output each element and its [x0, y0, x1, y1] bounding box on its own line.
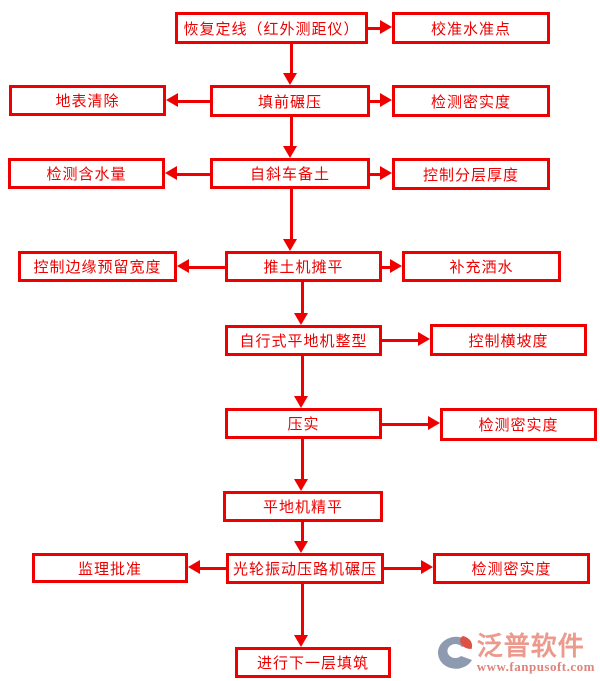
arrowhead-down-icon: [294, 635, 308, 647]
arrowhead-right-icon: [421, 560, 433, 574]
edge-line: [301, 356, 304, 398]
node-next-layer: 进行下一层填筑: [235, 647, 391, 678]
edge-line: [301, 439, 304, 481]
node-dump-truck-soil: 自斜车备土: [210, 158, 370, 189]
arrowhead-down-icon: [283, 146, 297, 158]
node-calibrate-benchmark: 校准水准点: [392, 12, 550, 44]
node-density-check-2: 检测密实度: [440, 408, 597, 441]
node-restore-line: 恢复定线（红外测距仪）: [175, 12, 368, 44]
arrowhead-right-icon: [380, 20, 392, 34]
arrowhead-left-icon: [188, 560, 200, 574]
node-layer-thickness: 控制分层厚度: [392, 158, 550, 190]
edge-line: [301, 282, 304, 315]
edge-line: [290, 44, 293, 75]
arrowhead-down-icon: [294, 541, 308, 553]
edge-line: [187, 266, 225, 269]
arrowhead-left-icon: [177, 259, 189, 273]
watermark-text: 泛普软件 www.fanpusoft.com: [477, 633, 595, 673]
edge-line: [382, 423, 430, 426]
arrowhead-right-icon: [380, 93, 392, 107]
edge-line: [290, 189, 293, 241]
watermark-url: www.fanpusoft.com: [476, 659, 595, 674]
edge-line: [370, 173, 382, 176]
fanpu-logo-icon: [435, 633, 475, 673]
node-surface-clearing: 地表清除: [9, 85, 166, 116]
node-grader-fine-leveling: 平地机精平: [223, 491, 383, 522]
node-supervisor-approval: 监理批准: [32, 553, 188, 583]
edge-line: [384, 567, 423, 570]
edge-line: [382, 266, 392, 269]
arrowhead-down-icon: [283, 239, 297, 251]
edge-line: [382, 339, 420, 342]
node-bulldozer-spreading: 推土机摊平: [225, 251, 382, 282]
edge-line: [175, 173, 210, 176]
arrowhead-down-icon: [283, 73, 297, 85]
edge-line: [301, 522, 304, 543]
arrowhead-right-icon: [418, 332, 430, 346]
watermark: 泛普软件 www.fanpusoft.com: [435, 633, 595, 673]
node-pre-fill-rolling: 填前碾压: [210, 85, 370, 117]
node-density-check-3: 检测密实度: [433, 553, 590, 584]
watermark-brand: 泛普软件: [476, 631, 585, 661]
node-grader-shaping: 自行式平地机整型: [225, 325, 382, 356]
arrowhead-right-icon: [428, 416, 440, 430]
arrowhead-down-icon: [294, 396, 308, 408]
node-edge-width: 控制边缘预留宽度: [18, 251, 177, 282]
node-cross-slope: 控制横坡度: [430, 324, 587, 356]
arrowhead-left-icon: [165, 166, 177, 180]
edge-line: [290, 117, 293, 148]
node-compaction: 压实: [225, 408, 382, 439]
arrowhead-down-icon: [294, 479, 308, 491]
arrowhead-left-icon: [166, 93, 178, 107]
edge-line: [301, 584, 304, 637]
edge-line: [370, 100, 382, 103]
edge-line: [368, 27, 382, 30]
node-vibratory-roller: 光轮振动压路机碾压: [226, 553, 384, 584]
node-density-check-1: 检测密实度: [392, 85, 550, 117]
arrowhead-right-icon: [380, 166, 392, 180]
edge-line: [176, 100, 210, 103]
node-watering: 补充洒水: [402, 251, 561, 282]
arrowhead-right-icon: [390, 259, 402, 273]
node-moisture-check: 检测含水量: [8, 158, 165, 189]
edge-line: [198, 567, 226, 570]
arrowhead-down-icon: [294, 313, 308, 325]
